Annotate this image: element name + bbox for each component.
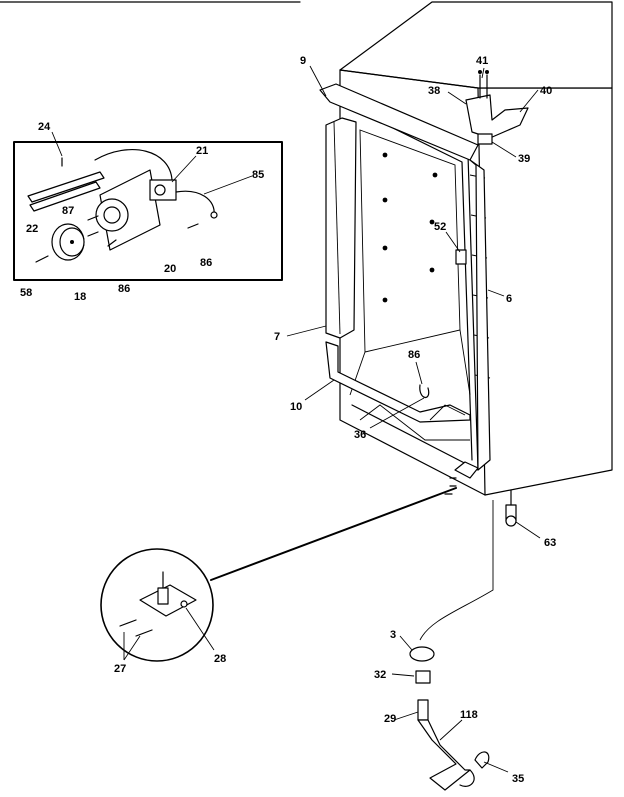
callout-27: 27 bbox=[114, 663, 126, 675]
callout-85: 85 bbox=[252, 169, 264, 181]
callout-86-drain: 86 bbox=[408, 349, 420, 361]
callout-labels: 9 41 38 40 39 24 21 85 87 22 20 86 58 18… bbox=[20, 55, 556, 785]
callout-86-knob: 86 bbox=[118, 283, 130, 295]
callout-63: 63 bbox=[544, 537, 556, 549]
callout-35: 35 bbox=[512, 773, 524, 785]
callout-21: 21 bbox=[196, 145, 208, 157]
callout-24: 24 bbox=[38, 121, 51, 133]
callout-32: 32 bbox=[374, 669, 386, 681]
callout-22: 22 bbox=[26, 223, 38, 235]
callout-118: 118 bbox=[460, 709, 478, 721]
callout-52: 52 bbox=[434, 221, 446, 233]
callout-36: 36 bbox=[354, 429, 366, 441]
callout-87: 87 bbox=[62, 205, 74, 217]
breaker-trim-left bbox=[325, 117, 357, 339]
callout-3: 3 bbox=[390, 629, 396, 641]
breaker-trim-bottom bbox=[325, 341, 471, 423]
drain-tube-cabinet bbox=[419, 384, 430, 398]
thermostat-bracket bbox=[455, 249, 467, 265]
callout-6: 6 bbox=[506, 293, 512, 305]
callout-18: 18 bbox=[74, 291, 86, 303]
callout-86-thermostat: 86 bbox=[200, 257, 212, 269]
leader-lines bbox=[51, 65, 541, 773]
callout-39: 39 bbox=[518, 153, 530, 165]
callout-20: 20 bbox=[164, 263, 176, 275]
cabinet-assembly bbox=[319, 1, 613, 527]
hinge-detail-circle bbox=[100, 487, 457, 662]
callout-38: 38 bbox=[428, 85, 440, 97]
thermostat-detail-inset bbox=[13, 141, 283, 281]
callout-40: 40 bbox=[540, 85, 552, 97]
callout-10: 10 bbox=[290, 401, 302, 413]
callout-9: 9 bbox=[300, 55, 306, 67]
callout-28: 28 bbox=[214, 653, 226, 665]
bottom-hinge-bracket bbox=[454, 461, 479, 479]
callout-7: 7 bbox=[274, 331, 280, 343]
breaker-strip-top bbox=[319, 83, 479, 161]
callout-41: 41 bbox=[476, 55, 488, 67]
callout-29: 29 bbox=[384, 713, 396, 725]
callout-58: 58 bbox=[20, 287, 32, 299]
breaker-strip-right bbox=[469, 159, 491, 471]
drain-assembly bbox=[409, 500, 494, 791]
